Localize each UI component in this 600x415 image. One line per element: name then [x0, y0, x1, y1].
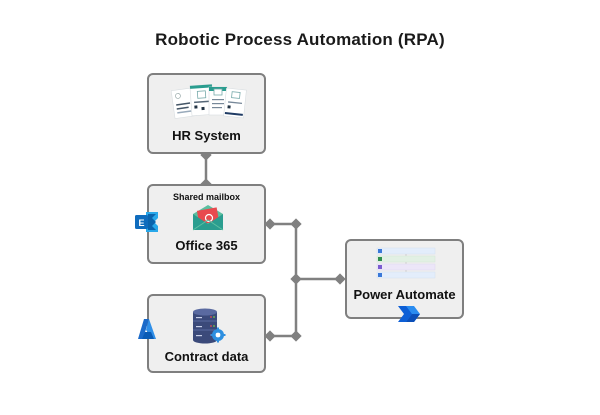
power-automate-icon [398, 306, 420, 322]
connector-dot [264, 218, 276, 230]
diagram-title: Robotic Process Automation (RPA) [155, 30, 445, 49]
connector-dot [334, 273, 346, 285]
node-hr-system[interactable]: HR System [147, 73, 266, 154]
exchange-letter: E [138, 218, 144, 228]
flow-steps-icon [376, 247, 436, 279]
documents-icon [171, 84, 247, 119]
database-icon [193, 308, 226, 344]
connector-dot [290, 330, 302, 342]
node-label: Power Automate [353, 287, 456, 302]
connector-dot [290, 218, 302, 230]
node-contract-data[interactable]: Contract data [147, 294, 266, 373]
node-power-automate[interactable]: Power Automate [345, 239, 464, 319]
node-office-365[interactable]: Shared mailbox Office 365 [147, 184, 266, 264]
envelope-icon [192, 205, 224, 231]
exchange-icon: E [135, 212, 158, 232]
azure-icon [138, 319, 156, 339]
node-sublabel: Shared mailbox [172, 192, 241, 202]
node-label: Office 365 [175, 238, 238, 253]
node-label: Contract data [164, 349, 249, 364]
connector-dot [264, 330, 276, 342]
node-label: HR System [172, 128, 241, 143]
connector-dot [290, 273, 302, 285]
